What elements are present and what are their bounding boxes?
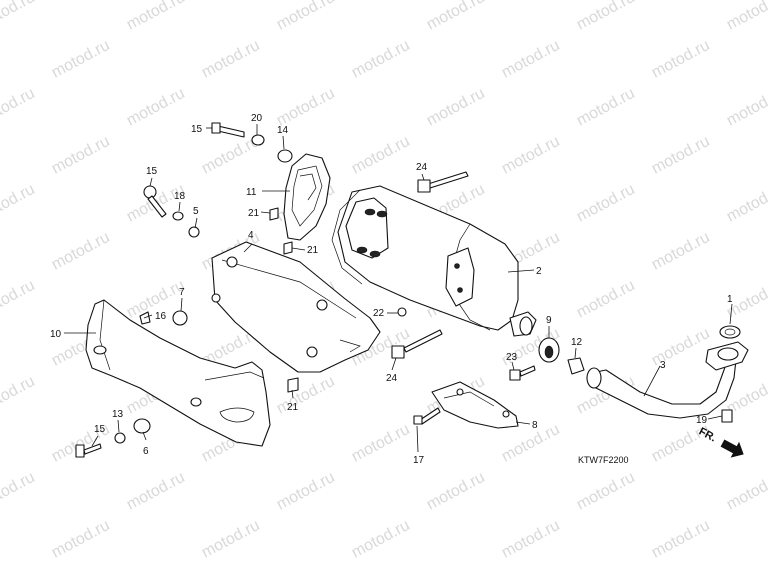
watermark-text: motod.ru [349,421,413,466]
watermark-text: motod.ru [424,469,488,514]
callout-21-c: 21 [287,402,299,413]
watermark-text: motod.ru [649,517,713,562]
watermark-text: motod.ru [274,469,338,514]
front-direction-indicator: FR. [697,426,744,458]
watermark-text: motod.ru [649,133,713,178]
callout-20: 20 [251,113,263,124]
callout-24-bottom: 24 [386,373,398,384]
watermark-text: motod.ru [349,133,413,178]
watermark-text: motod.ru [0,0,38,34]
callout-11: 11 [246,187,257,198]
callout-21-b: 21 [307,245,319,256]
watermark-text: motod.ru [0,277,38,322]
watermark-text: motod.ru [0,181,38,226]
diagram-code: KTW7F2200 [578,455,629,465]
watermark-text: motod.ru [724,85,768,130]
leader-lines [64,124,733,453]
callout-12: 12 [571,337,583,348]
exhaust-pipe [586,341,749,419]
clamp [538,337,560,363]
watermark-text: motod.ru [274,0,338,34]
callout-5: 5 [193,206,199,217]
gasket-hole [724,328,736,336]
callout-19: 19 [696,415,708,426]
watermark-text: motod.ru [49,517,113,562]
callout-6: 6 [143,446,149,457]
watermark-text: motod.ru [724,181,768,226]
watermark-text: motod.ru [424,0,488,34]
callout-24-top: 24 [416,162,428,173]
watermark-text: motod.ru [349,37,413,82]
watermark-text: motod.ru [574,85,638,130]
watermark-text: motod.ru [499,517,563,562]
heat-shield [211,241,381,373]
callout-21-a: 21 [248,208,260,219]
watermark-text: motod.ru [124,469,188,514]
callout-22: 22 [373,308,385,319]
watermark-text: motod.ru [124,85,188,130]
callout-2: 2 [536,266,542,277]
callout-4: 4 [248,230,254,241]
watermark-text: motod.ru [49,37,113,82]
watermark-text: motod.ru [199,517,263,562]
watermark-text: motod.ru [574,469,638,514]
watermark-text: motod.ru [124,0,188,34]
watermark-text: motod.ru [199,37,263,82]
callout-10: 10 [50,329,62,340]
callout-15-top: 15 [191,124,203,135]
watermark-text: motod.ru [499,37,563,82]
watermark-text: motod.ru [274,373,338,418]
watermark-text: motod.ru [499,133,563,178]
callout-7: 7 [179,287,185,298]
watermark-text: motod.ru [424,85,488,130]
pipe-guard [431,381,519,429]
watermark-text: motod.ru [724,469,768,514]
callout-15-bottom: 15 [94,424,106,435]
arrow-right-icon [720,439,744,458]
watermark-text: motod.ru [574,277,638,322]
watermark-text: motod.ru [49,133,113,178]
callout-13: 13 [112,409,124,420]
muffler [331,185,537,337]
watermark-text: motod.ru [0,469,38,514]
watermark-text: motod.ru [274,85,338,130]
watermark-text: motod.ru [0,373,38,418]
watermark-text: motod.ru [49,229,113,274]
callout-23: 23 [506,352,518,363]
watermark-text: motod.ru [574,0,638,34]
watermark-text: motod.ru [349,517,413,562]
watermark-text: motod.ru [574,181,638,226]
watermark-text: motod.ru [649,229,713,274]
callout-16: 16 [155,311,167,322]
gasket [719,325,741,339]
callout-14: 14 [277,125,289,136]
watermark-text: motod.ru [499,421,563,466]
watermark-text: motod.ru [0,85,38,130]
callout-9: 9 [546,315,552,326]
collar [567,357,585,375]
muffler-end-cover [283,153,331,241]
muffler-protector [85,299,271,447]
callout-15-left: 15 [146,166,158,177]
callout-1: 1 [727,294,733,305]
callouts: 1 2 3 4 5 6 7 8 9 10 11 12 13 14 15 15 1… [50,113,733,466]
callout-3: 3 [660,360,666,371]
callout-8: 8 [532,420,538,431]
watermark-text: motod.ru [649,37,713,82]
callout-18: 18 [174,191,186,202]
bolts [75,122,733,458]
watermark-text: motod.ru [649,325,713,370]
callout-17: 17 [413,455,425,466]
watermark-text: motod.ru [724,0,768,34]
